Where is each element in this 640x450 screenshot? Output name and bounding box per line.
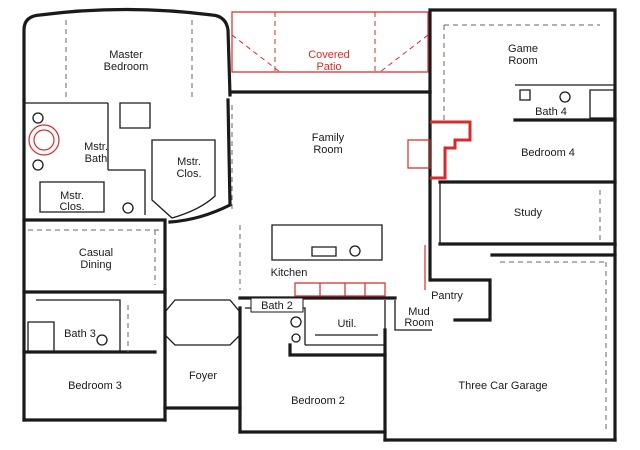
kitchen-island bbox=[271, 224, 383, 261]
three-car-garage-label: Three Car Garage bbox=[458, 380, 547, 392]
covered-patio-label-l2: Patio bbox=[316, 61, 341, 73]
foyer-label: Foyer bbox=[189, 370, 217, 382]
mstr-clos-right-label-l2: Clos. bbox=[176, 168, 201, 180]
mud-room-label-l2: Room bbox=[404, 317, 433, 329]
family-room-label-l2: Room bbox=[313, 144, 342, 156]
kitchen-cabinets-option bbox=[294, 282, 386, 297]
master-tub-option bbox=[28, 124, 60, 156]
foyer-octagon bbox=[164, 299, 241, 346]
fixtures bbox=[32, 89, 571, 346]
mud-room-label-l1: Mud bbox=[408, 306, 429, 318]
bath-4-label: Bath 4 bbox=[535, 106, 567, 118]
mstr-clos-right-label-l1: Mstr. bbox=[177, 156, 201, 168]
game-room-label-l2: Room bbox=[508, 55, 537, 67]
bedroom-2-top-wall bbox=[288, 343, 387, 357]
fireplace-option bbox=[430, 120, 472, 180]
covered-patio-outline bbox=[231, 11, 429, 73]
master-closet-left-frame bbox=[39, 181, 105, 213]
room-labels: Master Bedroom Covered Patio Game Room B… bbox=[59, 43, 574, 407]
bath-4-tub bbox=[589, 89, 615, 119]
covered-patio-diagonal-right bbox=[379, 34, 429, 73]
fireplace-hearth bbox=[407, 139, 431, 169]
bath-2-label-box bbox=[250, 297, 304, 313]
util-wall bbox=[305, 300, 386, 346]
kitchen-sink bbox=[311, 246, 337, 257]
game-room-label-l1: Game bbox=[508, 43, 538, 55]
toilet-closet bbox=[122, 202, 134, 214]
master-bedroom-curved-wall bbox=[22, 7, 232, 102]
toilet-bath-4 bbox=[559, 91, 571, 103]
toilet-bath-2 bbox=[291, 333, 301, 343]
master-bath-tub bbox=[108, 169, 146, 215]
study-label: Study bbox=[514, 207, 543, 219]
mstr-clos-left-label-l2: Clos. bbox=[59, 201, 84, 213]
kitchen-label: Kitchen bbox=[271, 267, 308, 279]
covered-patio-label-l1: Covered bbox=[308, 49, 350, 61]
bedroom-4-label: Bedroom 4 bbox=[521, 147, 575, 159]
casual-dining-label-l1: Casual bbox=[79, 247, 113, 259]
master-suite-right-wall bbox=[168, 98, 232, 224]
bedroom-2-label: Bedroom 2 bbox=[291, 395, 345, 407]
game-room-outer-wall bbox=[428, 8, 617, 247]
pantry-label: Pantry bbox=[431, 290, 463, 302]
sink-bath-4 bbox=[519, 89, 531, 101]
bath-3-label: Bath 3 bbox=[64, 328, 96, 340]
sink-bath-2 bbox=[290, 316, 302, 328]
interior-walls bbox=[22, 84, 617, 357]
mstr-bath-label-l1: Mstr. bbox=[84, 141, 108, 153]
master-closet-right-frame bbox=[151, 139, 216, 219]
master-shower bbox=[119, 102, 151, 129]
bath-3-tub bbox=[27, 321, 55, 353]
family-room-label-l1: Family bbox=[312, 132, 345, 144]
kitchen-cooktop bbox=[349, 245, 361, 257]
bedroom-3-label: Bedroom 3 bbox=[68, 380, 122, 392]
bath-2-label: Bath 2 bbox=[261, 300, 293, 312]
master-bedroom-label-l1: Master bbox=[109, 49, 143, 61]
mstr-clos-left-label-l1: Mstr. bbox=[60, 190, 84, 202]
mud-room-wall bbox=[394, 300, 432, 331]
pantry-wall bbox=[430, 278, 492, 322]
bath-3-wall bbox=[36, 299, 121, 352]
toilet-bath-3 bbox=[96, 334, 108, 346]
dashed-overlines bbox=[28, 20, 608, 432]
mstr-bath-label-l2: Bath bbox=[85, 153, 108, 165]
sink-master bbox=[32, 112, 44, 124]
util-label: Util. bbox=[338, 318, 357, 330]
kitchen-cabinet-dividers bbox=[319, 283, 366, 296]
casual-dining-label-l2: Dining bbox=[80, 259, 111, 271]
master-bedroom-label-l2: Bedroom bbox=[104, 61, 149, 73]
covered-patio-diagonal-left bbox=[231, 34, 281, 73]
toilet-master bbox=[32, 159, 44, 171]
optional-features bbox=[28, 11, 472, 297]
master-tub-option-inner bbox=[33, 129, 55, 151]
